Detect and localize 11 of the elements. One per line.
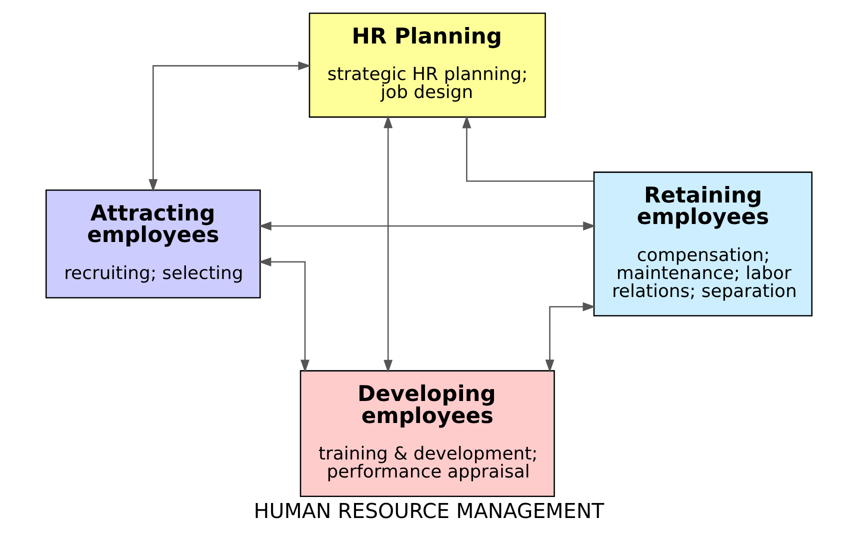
caption: HUMAN RESOURCE MANAGEMENT	[253, 498, 604, 523]
arrow	[258, 222, 596, 230]
node-box: HR Planning strategic HR planning; job design	[308, 12, 546, 118]
arrow	[148, 61, 311, 192]
arrow	[462, 115, 594, 182]
node-box: Developing employees training & development; performance appraisal	[299, 370, 554, 498]
node-box: Attracting employees recruiting; selecting	[44, 189, 260, 298]
arrow	[383, 115, 392, 373]
arrow	[544, 302, 596, 372]
node-box: Retaining employees compensation; maintenance; labor relations; separation	[592, 172, 812, 316]
arrow	[258, 257, 309, 373]
